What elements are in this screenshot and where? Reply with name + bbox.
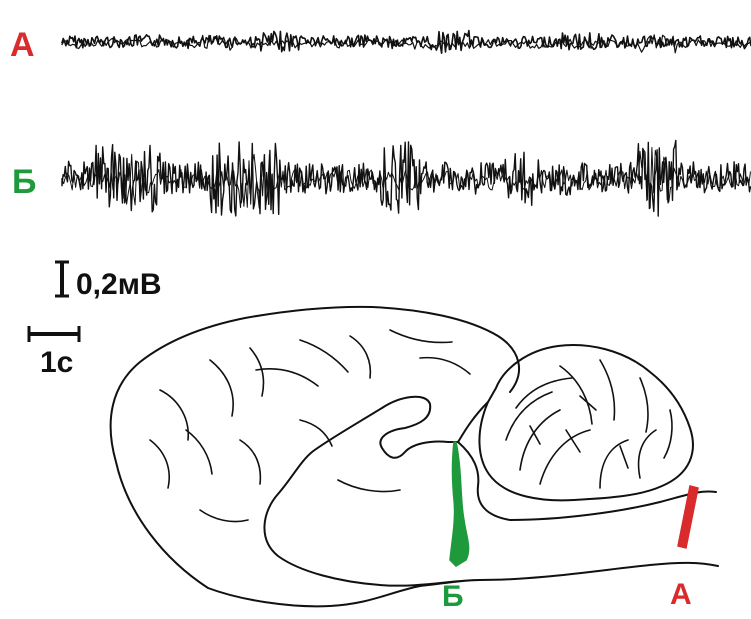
trace-b-label: Б [12,163,36,201]
time-scale-bar [27,326,81,342]
cerebellum-outline [478,344,694,502]
eeg-trace-b [61,139,751,217]
amplitude-scale-label: 0,2мВ [76,268,162,301]
section-mark-b [449,441,470,567]
amplitude-scale-bar [55,260,69,298]
trace-a-label: А [10,26,35,64]
brainstem-upper-edge [457,441,717,521]
eeg-trace-a [61,29,751,54]
section-label-b: Б [442,580,464,613]
section-mark-a [677,485,699,549]
brain-sagittal-drawing [109,305,719,608]
cerebrum-outline [109,305,719,608]
section-label-a: А [670,578,692,611]
time-scale-label: 1с [40,346,73,379]
